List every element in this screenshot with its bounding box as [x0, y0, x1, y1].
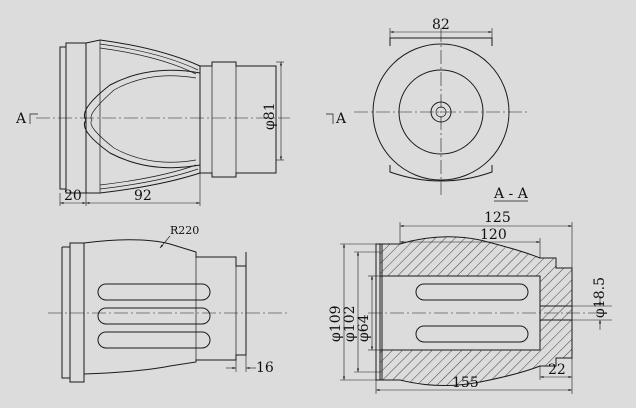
side-view: R220 16 — [48, 224, 290, 383]
dim-phi18-5: φ18.5 — [592, 277, 608, 318]
cone-outer — [85, 39, 201, 194]
slot-1 — [97, 283, 211, 301]
section-cut-label-left: A — [15, 111, 27, 127]
slot-2 — [97, 307, 211, 325]
dim-22: 22 — [548, 362, 566, 378]
dim-phi64: φ64 — [356, 314, 372, 342]
dim-16: 16 — [256, 360, 274, 376]
dim-92: 92 — [134, 188, 152, 204]
section-body — [379, 236, 573, 387]
dim-phi109: φ109 — [328, 305, 344, 342]
dim-125: 125 — [484, 210, 511, 226]
section-view: 125 120 φ109 φ102 φ64 φ18.5 155 22 — [328, 210, 612, 394]
front-view: A 20 92 φ81 — [15, 39, 290, 206]
section-title: A - A — [493, 186, 529, 202]
slot-3 — [97, 331, 211, 349]
dim-20: 20 — [64, 188, 82, 204]
section-cut-label-right: A — [335, 111, 347, 127]
dim-120: 120 — [480, 227, 507, 243]
inner-bullet — [84, 69, 201, 169]
dim-r220: R220 — [170, 224, 199, 237]
end-view: 82 A A - A — [326, 17, 529, 202]
neck — [200, 61, 277, 178]
dim-phi102: φ102 — [342, 305, 358, 342]
dim-82: 82 — [432, 17, 450, 33]
dim-phi81: φ81 — [262, 102, 278, 130]
top-profile — [83, 239, 247, 268]
dim-155: 155 — [452, 375, 479, 391]
